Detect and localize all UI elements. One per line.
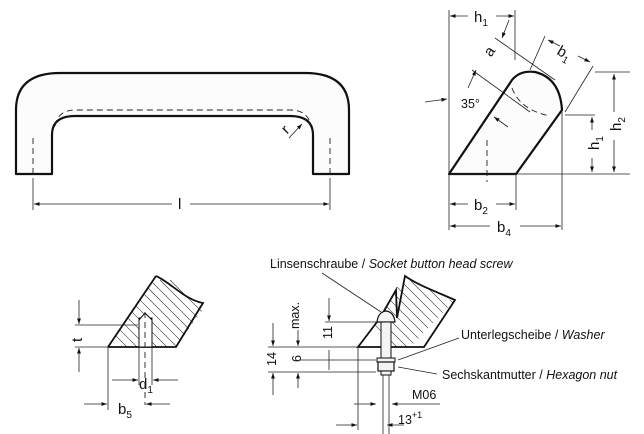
- b4-label: b4: [497, 219, 511, 239]
- angle-label: 35°: [461, 97, 480, 111]
- screw-callout: Linsenschraube / Socket button head scre…: [270, 257, 513, 271]
- h2-label: h2: [608, 117, 628, 131]
- a-label: a: [480, 43, 499, 60]
- handle-outline: [14, 71, 351, 176]
- b5-label: b5: [118, 401, 132, 421]
- t-label: t: [69, 337, 86, 342]
- length-label: l: [178, 196, 181, 213]
- dim-6: 6: [290, 355, 304, 362]
- side-view: h1 a b1 35° h2 h1 b2 b4: [424, 9, 630, 239]
- dim-max: max.: [288, 302, 302, 329]
- side-profile: [447, 70, 564, 176]
- b1-label: b1: [552, 42, 574, 66]
- dim-13: 13+1: [398, 410, 422, 427]
- washer-callout: Unterlegscheibe / Washer: [461, 328, 605, 342]
- h1-right-label: h1: [586, 136, 606, 150]
- thread-label: M06: [412, 388, 436, 402]
- radius-label: r: [278, 122, 294, 138]
- nut-callout: Sechskantmutter / Hexagon nut: [442, 368, 618, 382]
- dim-11: 11: [321, 326, 335, 339]
- screw-detail: 11 14 6 max. M06 13+1 Linsenschraube / S…: [265, 257, 618, 434]
- h1-top-label: h1: [474, 9, 488, 29]
- handle-centerline: [54, 109, 312, 127]
- b2-label: b2: [474, 197, 488, 217]
- front-view: l r: [14, 71, 351, 213]
- d1-label: d1: [139, 376, 153, 396]
- dim-14: 14: [265, 352, 279, 366]
- threaded-detail: t d1 b5: [69, 275, 210, 421]
